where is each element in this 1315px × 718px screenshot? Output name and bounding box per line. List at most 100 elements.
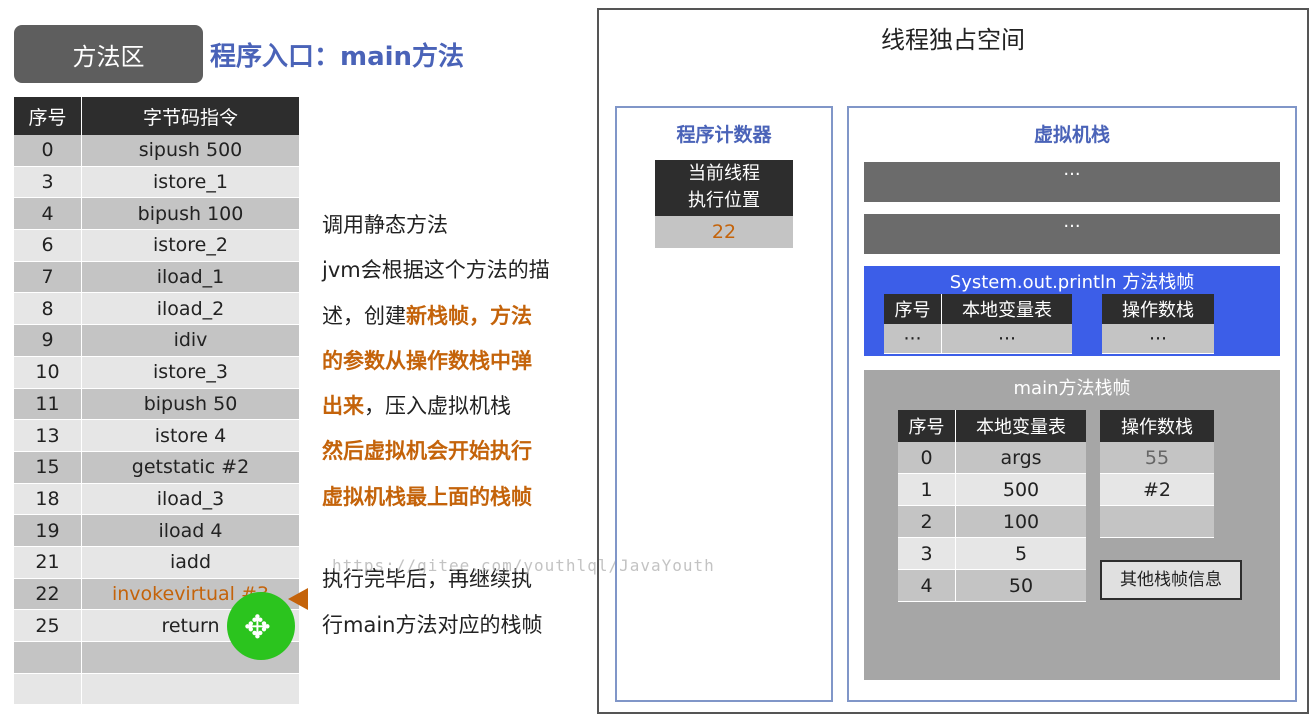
operand-value: #2	[1142, 478, 1171, 501]
table-row: 21 iadd	[14, 546, 299, 579]
bytecode-index: 0	[14, 135, 82, 166]
bytecode-instruction: iadd	[169, 551, 212, 574]
bytecode-table-body: 0 sipush 500 3 istore_1 4 bipush 100 6 istore_2…	[14, 135, 299, 706]
explanation-text-2: 执行完毕后，再继续执 行main方法对应的栈帧	[322, 556, 592, 648]
operand-stack-slot	[1100, 506, 1214, 538]
bytecode-instruction: istore_2	[153, 234, 228, 257]
bytecode-index: 6	[14, 230, 82, 261]
main-frame-title: main方法栈帧	[1013, 378, 1131, 399]
os-header: 操作数栈	[1122, 300, 1194, 321]
lv-value: 500	[1002, 478, 1040, 501]
bytecode-instruction: invokevirtual #3	[111, 582, 269, 605]
explain-line-5: 出来，压入虚拟机栈	[322, 384, 592, 429]
bytecode-table-header: 序号 字节码指令	[14, 97, 299, 135]
thread-space: 线程独占空间 程序计数器 当前线程 执行位置 22 虚拟机栈 ··· ··· S…	[597, 8, 1309, 714]
bytecode-index: 22	[14, 578, 82, 610]
table-row: 9 idiv	[14, 325, 299, 357]
method-area-tab: 方法区	[14, 25, 203, 83]
lv-index: 3	[898, 538, 956, 569]
bytecode-instruction: istore_1	[153, 171, 228, 194]
lv-index: 1	[898, 474, 956, 505]
lv-index: 2	[898, 506, 956, 537]
lv-cell: ···	[997, 327, 1017, 350]
bytecode-instruction: iload_3	[156, 487, 225, 510]
explanation-text: 调用静态方法 jvm会根据这个方法的描 述，创建新栈帧，方法 的参数从操作数栈中…	[322, 203, 592, 520]
table-row: 2 100	[898, 506, 1086, 538]
program-counter-label: 当前线程 执行位置	[655, 160, 793, 216]
bytecode-index: 3	[14, 166, 82, 198]
bytecode-index: 10	[14, 356, 82, 388]
table-row	[14, 673, 299, 706]
bytecode-instruction: idiv	[173, 329, 208, 352]
bytecode-instruction: iload 4	[158, 519, 223, 542]
stack-frame-placeholder-1: ···	[864, 162, 1280, 202]
table-row: 4 50	[898, 570, 1086, 602]
explain-line-3: 述，创建新栈帧，方法	[322, 294, 592, 339]
entry-title: 程序入口：main方法	[210, 42, 465, 72]
lv-value: 100	[1002, 510, 1040, 533]
vm-stack-panel: 虚拟机栈 ··· ··· System.out.println 方法栈帧 序号 …	[847, 106, 1297, 702]
operand-stack-slot: 55	[1100, 442, 1214, 474]
lv-cell: ···	[884, 324, 942, 353]
println-stack-frame: System.out.println 方法栈帧 序号 本地变量表 ··· ···…	[864, 266, 1280, 356]
explain-line-3b: 新栈帧，方法	[406, 303, 532, 328]
explain-line-3a: 述，创建	[322, 303, 406, 328]
program-counter-title: 程序计数器	[676, 124, 772, 146]
bytecode-index: 9	[14, 325, 82, 356]
pc-label-line-1: 当前线程	[688, 163, 760, 184]
other-frame-info: 其他栈帧信息	[1100, 560, 1242, 600]
explain-line-6: 然后虚拟机会开始执行	[322, 439, 532, 464]
bytecode-instruction: bipush 100	[137, 202, 244, 225]
lv-value: 5	[1014, 542, 1028, 565]
bytecode-index: 25	[14, 610, 82, 641]
bytecode-instruction: sipush 500	[138, 139, 243, 162]
cursor-highlight	[227, 592, 295, 660]
bytecode-instruction: iload_1	[156, 266, 225, 289]
lv-header-index: 序号	[884, 294, 942, 324]
watermark: https://gitee.com/youthlql/JavaYouth	[332, 556, 715, 575]
bytecode-index: 21	[14, 546, 82, 578]
header-instruction: 字节码指令	[142, 106, 238, 129]
explain-line-8: 执行完毕后，再继续执	[322, 567, 532, 591]
lv-header-index: 序号	[898, 410, 956, 442]
explain-line-9: 行main方法对应的栈帧	[322, 613, 543, 637]
program-counter-value: 22	[655, 216, 793, 248]
thread-space-title: 线程独占空间	[881, 26, 1025, 54]
bytecode-index: 18	[14, 483, 82, 515]
main-local-var-body: 0 args 1 500 2 100 3 5 4 50	[898, 442, 1086, 602]
vm-stack-title: 虚拟机栈	[1033, 124, 1110, 146]
explain-line-1: 调用静态方法	[322, 213, 448, 237]
main-operand-stack: 操作数栈 55#2	[1100, 410, 1214, 538]
table-row: 3 istore_1	[14, 166, 299, 199]
explain-line-5a: 出来	[322, 394, 364, 419]
bytecode-index: 13	[14, 420, 82, 451]
bytecode-instruction: iload_2	[156, 297, 225, 320]
explain-line-2: jvm会根据这个方法的描	[322, 258, 550, 283]
table-row: 6 istore_2	[14, 230, 299, 262]
bytecode-instruction: istore 4	[154, 424, 227, 447]
bytecode-index: 11	[14, 388, 82, 420]
explain-line-4: 的参数从操作数栈中弹	[322, 348, 532, 373]
lv-index: 4	[898, 570, 956, 601]
operand-value: 55	[1144, 446, 1170, 469]
operand-stack-slot: #2	[1100, 474, 1214, 506]
println-frame-title: System.out.println 方法栈帧	[949, 272, 1195, 293]
lv-index: 0	[898, 442, 956, 473]
bytecode-index: 15	[14, 451, 82, 483]
table-row: 18 iload_3	[14, 483, 299, 516]
lv-value: args	[1000, 446, 1042, 469]
bytecode-index: 4	[14, 198, 82, 230]
table-row: 13 istore 4	[14, 420, 299, 452]
operand-value	[1100, 506, 1214, 537]
current-instruction-pointer-icon	[288, 588, 308, 610]
program-counter-panel: 程序计数器 当前线程 执行位置 22	[615, 106, 833, 702]
bytecode-index: 8	[14, 293, 82, 325]
bytecode-index: 19	[14, 515, 82, 546]
lv-value: 50	[1008, 574, 1034, 597]
bytecode-index	[14, 673, 82, 705]
bytecode-index	[14, 642, 82, 673]
